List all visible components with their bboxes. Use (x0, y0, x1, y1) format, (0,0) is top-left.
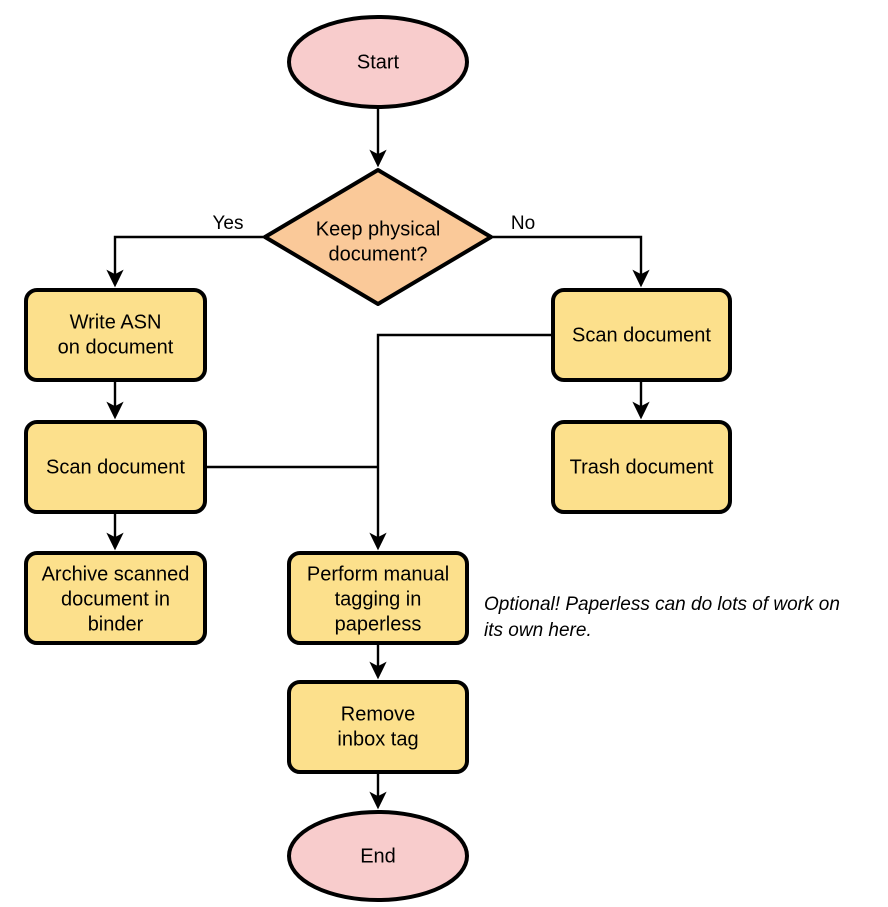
edge-label-layer: Yes No (213, 213, 536, 234)
start-ellipse-shape (287, 15, 469, 109)
manual-tagging-box-shape (287, 551, 469, 645)
scan-left-label: Scan document (46, 456, 185, 478)
annotation-line2: its own here. (484, 620, 592, 641)
edge-layer (106, 107, 650, 810)
archive-binder-label-line1: Archive scanned (42, 563, 190, 585)
scan-left-box-shape (24, 420, 207, 514)
scan-right-label: Scan document (572, 324, 711, 346)
edge-label-yes: Yes (213, 213, 244, 234)
remove-inbox-tag-label-line2: inbox tag (337, 728, 418, 750)
trash-document-label: Trash document (570, 456, 714, 478)
edge-label-no: No (511, 213, 535, 234)
archive-binder-label-line3: binder (88, 613, 144, 635)
end-label: End (360, 845, 396, 867)
end-ellipse-shape (287, 810, 469, 902)
decision-diamond-shape (263, 168, 493, 306)
annotation-line1: Optional! Paperless can do lots of work … (484, 594, 840, 615)
decision-label-line1: Keep physical (316, 218, 441, 240)
write-asn-box-shape (24, 288, 207, 382)
remove-inbox-tag-label-line1: Remove (341, 703, 415, 725)
node-write-asn[interactable]: Write ASN on document (24, 288, 207, 382)
node-decision-keep-physical[interactable]: Keep physical document? (263, 168, 493, 306)
start-label: Start (357, 51, 400, 73)
edge-decision-no-to-scan-right (491, 235, 650, 288)
archive-binder-box-shape (24, 551, 207, 645)
node-manual-tagging[interactable]: Perform manual tagging in paperless (287, 551, 469, 645)
manual-tagging-label-line2: tagging in (335, 588, 422, 610)
write-asn-label-line1: Write ASN (70, 311, 162, 333)
node-scan-document-left[interactable]: Scan document (24, 420, 207, 514)
manual-tagging-label-line1: Perform manual (307, 563, 449, 585)
edge-scan-right-to-manual-tagging (369, 333, 553, 551)
remove-inbox-tag-box-shape (287, 680, 469, 774)
write-asn-label-line2: on document (58, 336, 174, 358)
node-trash-document[interactable]: Trash document (551, 420, 732, 514)
node-end[interactable]: End (287, 810, 469, 902)
trash-document-box-shape (551, 420, 732, 514)
archive-binder-label-line2: document in (61, 588, 170, 610)
node-remove-inbox-tag[interactable]: Remove inbox tag (287, 680, 469, 774)
node-start[interactable]: Start (287, 15, 469, 109)
manual-tagging-label-line3: paperless (335, 613, 422, 635)
edge-decision-yes-to-write-asn (106, 235, 265, 288)
decision-label-line2: document? (329, 243, 428, 265)
node-scan-document-right[interactable]: Scan document (551, 288, 732, 382)
annotation-optional-note: Optional! Paperless can do lots of work … (484, 594, 840, 641)
node-archive-binder[interactable]: Archive scanned document in binder (24, 551, 207, 645)
scan-right-box-shape (551, 288, 732, 382)
